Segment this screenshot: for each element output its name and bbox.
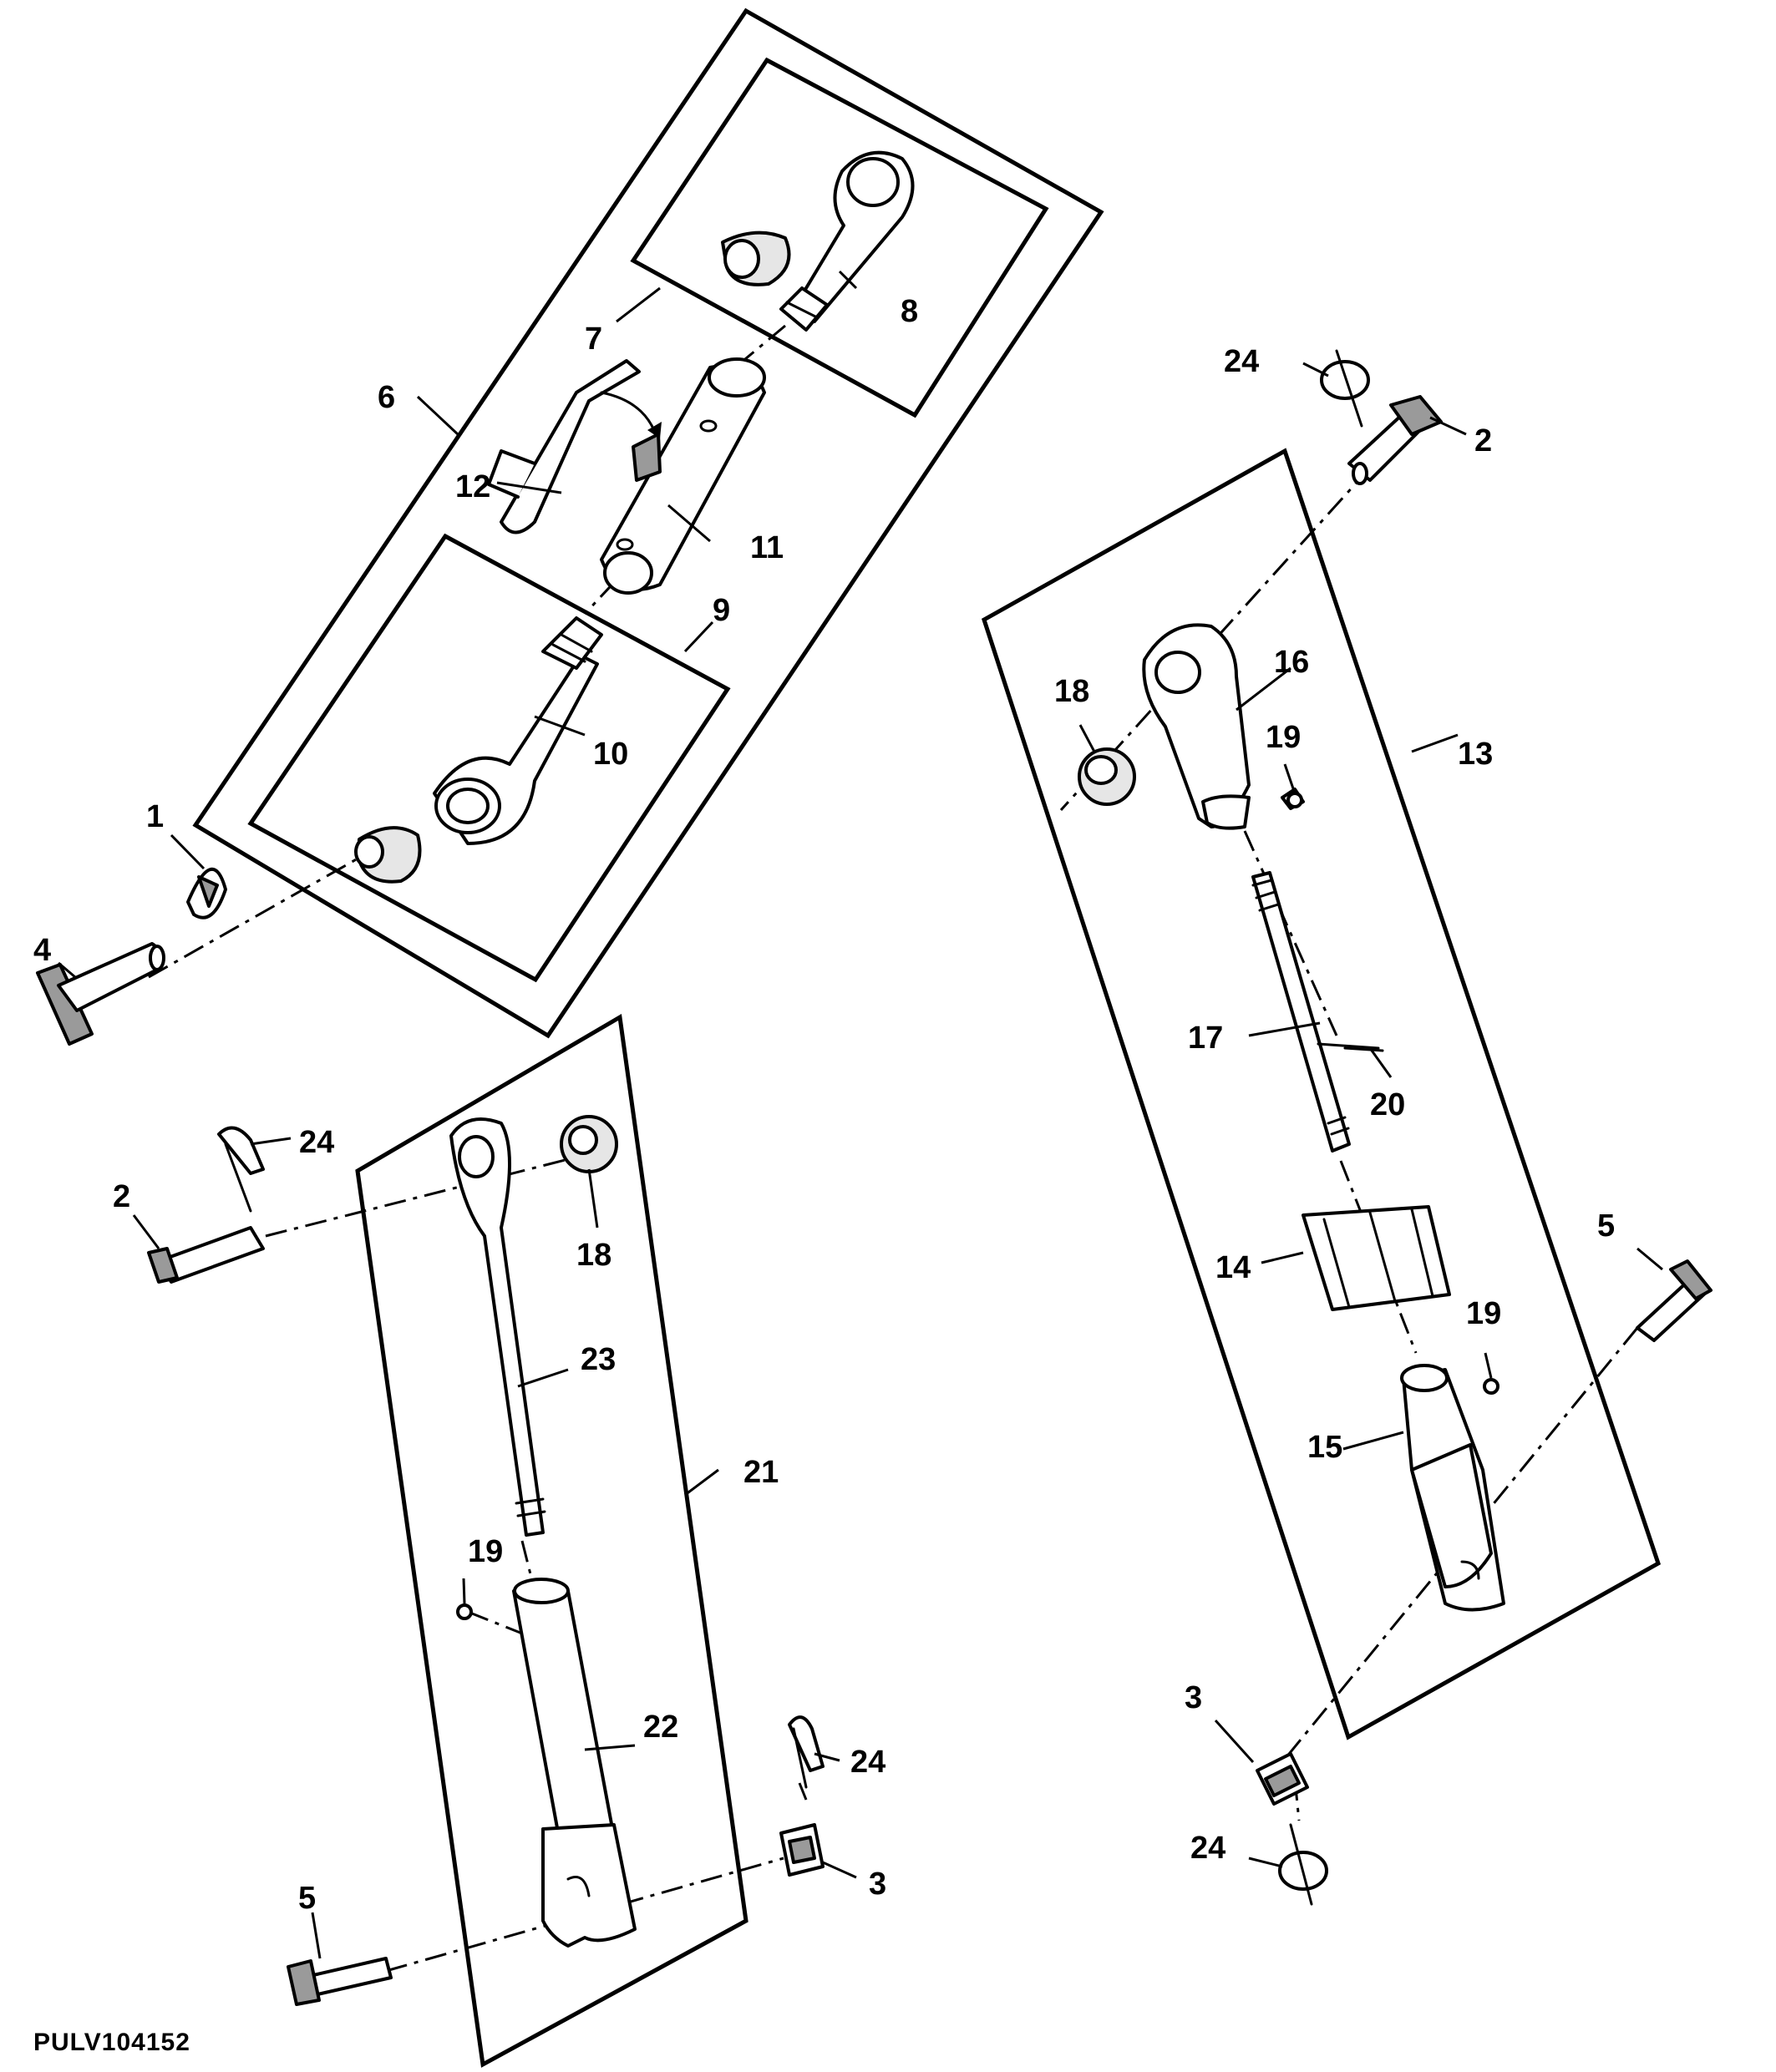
lynch-pin-24-bottom	[1278, 1823, 1328, 1906]
pin-20	[1343, 1046, 1384, 1052]
callout-1: 1	[146, 799, 164, 834]
clevis-block-3-right	[1256, 1752, 1309, 1806]
rod-end-16	[1142, 623, 1305, 830]
callout-3b: 3	[869, 1867, 886, 1902]
callout-6: 6	[378, 380, 395, 415]
callout-22: 22	[643, 1710, 678, 1745]
callout-18b: 18	[576, 1238, 611, 1273]
rod-end-10	[433, 616, 603, 845]
clip-pin-1	[186, 867, 227, 919]
set-screws-19-right	[1286, 792, 1499, 1395]
callout-11: 11	[750, 530, 784, 565]
callout-15: 15	[1307, 1430, 1342, 1465]
lynch-pin-24-right-lower	[788, 1715, 825, 1789]
callout-24c: 24	[299, 1125, 334, 1160]
callout-24b: 24	[1190, 1831, 1225, 1866]
pin-4	[36, 942, 165, 1046]
callout-9: 9	[713, 593, 730, 628]
rod-end-23	[449, 1117, 546, 1537]
callout-17: 17	[1188, 1021, 1223, 1056]
callout-24a: 24	[1224, 344, 1259, 379]
callout-7: 7	[585, 322, 602, 357]
assembly-frame-6	[192, 8, 1104, 1039]
pin-2-left	[147, 1226, 265, 1284]
assembly-axes	[148, 324, 1639, 1973]
rod-end-8	[779, 150, 915, 332]
lock-nut-14	[1302, 1205, 1451, 1311]
callout-16: 16	[1274, 645, 1309, 680]
ball-bushing-18-right	[1078, 747, 1136, 806]
callout-10: 10	[593, 737, 628, 772]
tube-22	[512, 1578, 637, 1948]
callout-4: 4	[33, 933, 51, 968]
callout-3a: 3	[1185, 1680, 1202, 1715]
callout-5b: 5	[298, 1881, 316, 1916]
tube-11	[600, 357, 766, 595]
ball-bushing-8	[721, 231, 791, 286]
callout-2b: 2	[113, 1179, 130, 1214]
set-screw-19-left	[456, 1603, 473, 1620]
callout-8: 8	[901, 294, 918, 329]
callout-19b: 19	[1466, 1296, 1501, 1331]
assembly-frame-13	[981, 448, 1662, 1740]
callout-18a: 18	[1054, 674, 1089, 709]
pin-5-left	[287, 1957, 393, 2006]
pin-2-right	[1347, 395, 1443, 485]
ball-bushing-18-left	[560, 1115, 618, 1173]
threaded-rod-17	[1251, 871, 1380, 1153]
ball-bushing-10	[354, 826, 422, 884]
callout-20: 20	[1370, 1087, 1405, 1122]
callout-5a: 5	[1597, 1208, 1615, 1244]
callout-2a: 2	[1474, 423, 1492, 458]
callout-23: 23	[581, 1342, 616, 1377]
callout-12: 12	[455, 469, 490, 504]
assembly-frame-7	[630, 57, 1049, 418]
lynch-pin-24-top	[1320, 349, 1370, 428]
pin-5-right	[1636, 1259, 1713, 1342]
callout-19c: 19	[468, 1534, 503, 1569]
leader-lines	[58, 270, 1663, 1959]
lynch-pin-24-left	[217, 1126, 265, 1213]
callouts: 1 4 6 7 8 9 10 11 12 13 14 15 16 17 18 1…	[33, 294, 1615, 1916]
callout-24d: 24	[850, 1745, 885, 1780]
figure-id: PULV104152	[33, 2029, 190, 2056]
tube-15	[1400, 1364, 1505, 1612]
assembly-frame-21	[355, 1013, 748, 2068]
callout-21: 21	[743, 1455, 779, 1490]
assembly-frame-9	[247, 533, 731, 983]
clevis-block-3-left	[779, 1823, 825, 1877]
callout-13: 13	[1458, 737, 1493, 772]
callout-14: 14	[1215, 1250, 1251, 1285]
callout-19a: 19	[1266, 720, 1301, 755]
